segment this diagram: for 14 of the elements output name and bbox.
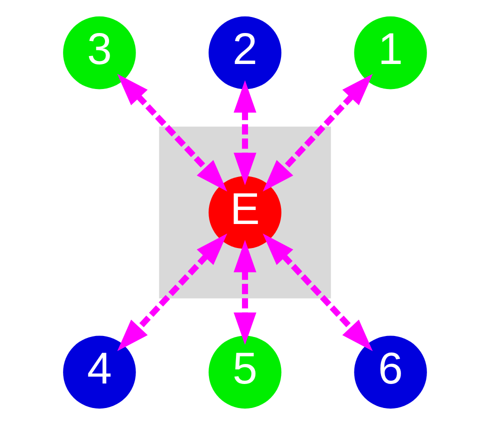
node-circle: E xyxy=(208,176,282,249)
cluster xyxy=(159,126,331,298)
arrow xyxy=(262,74,373,192)
node-circle: 3 xyxy=(63,16,136,90)
arrow xyxy=(117,74,228,192)
arrow xyxy=(262,234,373,352)
node-circle: 6 xyxy=(354,336,427,409)
node-circle: 5 xyxy=(208,336,282,409)
arrow xyxy=(234,80,256,186)
node-circle: 4 xyxy=(63,336,136,409)
node-circle: 1 xyxy=(354,16,427,90)
arrow xyxy=(234,240,256,345)
node-circle: 2 xyxy=(208,16,282,90)
arrow xyxy=(117,234,228,352)
